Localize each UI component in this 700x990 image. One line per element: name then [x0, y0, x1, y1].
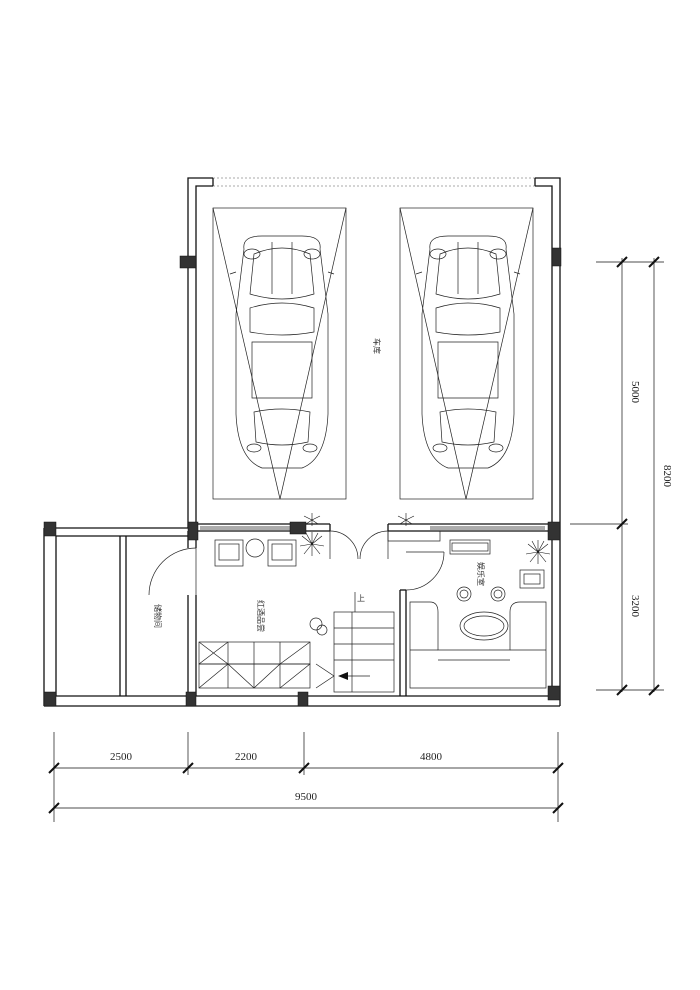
lower-walls	[43, 527, 561, 707]
dimension-lines-bottom	[48, 732, 564, 822]
parking-space-left	[212, 207, 347, 500]
structural-columns	[43, 247, 562, 707]
storage-label: 储物间	[153, 604, 163, 628]
garage-label: 车库	[372, 338, 382, 354]
dim-bottom-2: 2200	[235, 751, 258, 763]
garage-walls	[187, 177, 561, 528]
dim-right-1: 5000	[629, 381, 641, 404]
dim-right-total: 8200	[661, 465, 673, 488]
recreation-label: 娱乐室	[476, 562, 486, 586]
plant-icon	[303, 513, 321, 526]
plant-icon	[299, 532, 325, 556]
stairs	[315, 592, 395, 693]
wine-room-furniture	[198, 538, 328, 689]
wine-tasting-label: 红酒品尝	[256, 600, 266, 632]
dim-right-2: 3200	[629, 595, 641, 618]
plant-icon	[397, 513, 415, 526]
middle-wall	[188, 523, 552, 560]
stair-up-label: 上	[357, 594, 365, 603]
parking-space-right	[399, 207, 534, 500]
dim-bottom-1: 2500	[110, 751, 133, 763]
dimension-lines-right	[570, 256, 664, 696]
dim-bottom-3: 4800	[420, 751, 443, 763]
recreation-furniture	[409, 539, 547, 689]
dim-bottom-total: 9500	[295, 791, 318, 803]
car-left	[229, 235, 335, 469]
car-right	[415, 235, 521, 469]
plant-icon	[525, 540, 551, 564]
